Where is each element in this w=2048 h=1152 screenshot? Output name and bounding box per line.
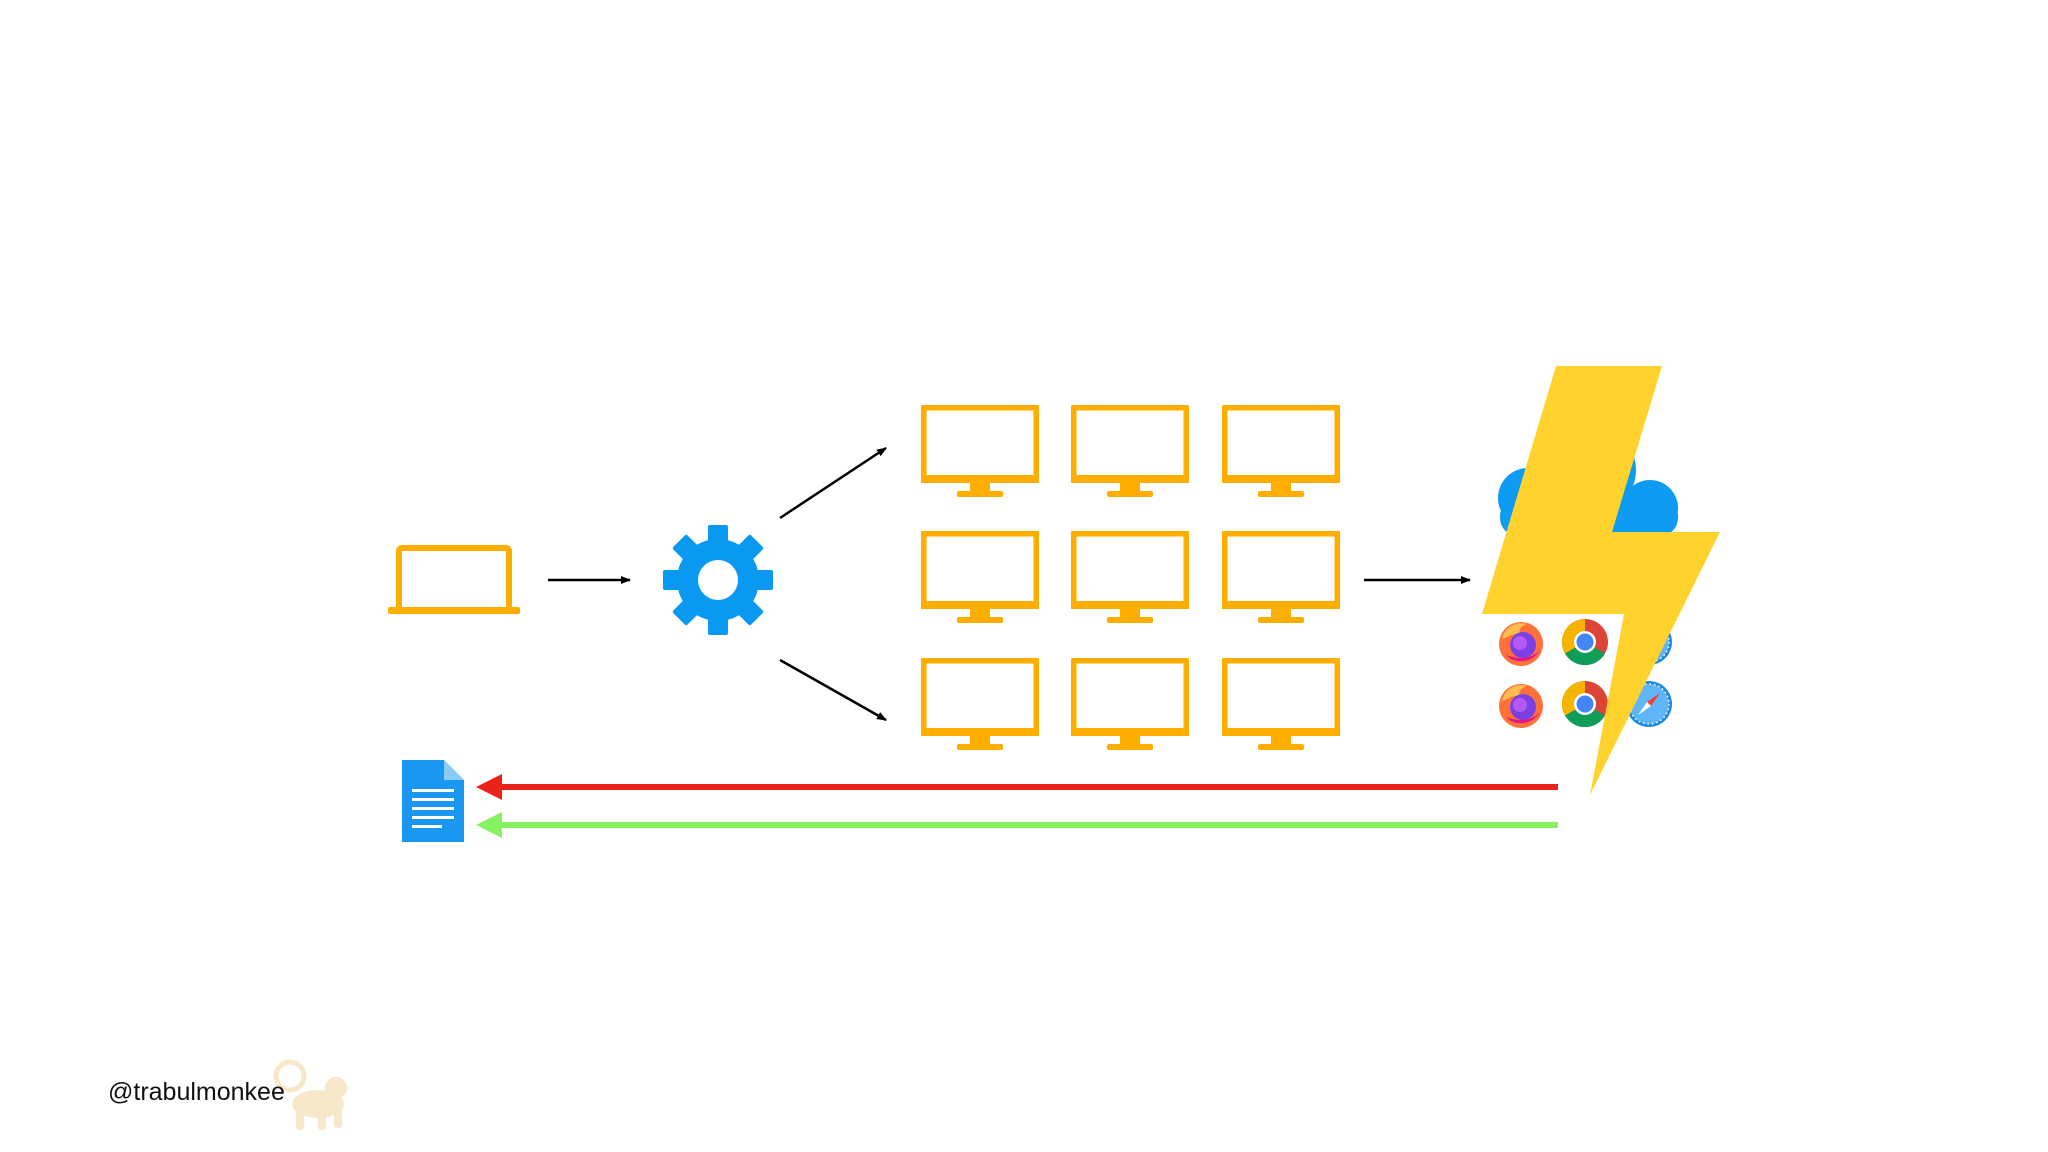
arrow-gear-to-monitors-top [779, 446, 887, 520]
monitor-icon [921, 533, 1039, 623]
monitor-icon [921, 660, 1039, 750]
monitor-icon [1071, 407, 1189, 497]
arrow-pass-green [476, 812, 1558, 838]
firefox-icon [1499, 684, 1543, 728]
laptop-icon [388, 545, 520, 614]
chrome-icon [1561, 618, 1608, 666]
lightning-bolt-icon [1482, 366, 1720, 795]
document-icon [402, 760, 464, 842]
monitor-icon [1071, 533, 1189, 623]
firefox-icon [1499, 622, 1543, 666]
monitor-icon [1222, 660, 1340, 750]
arrow-fail-red [476, 774, 1558, 800]
monkey-logo-icon [273, 1059, 347, 1130]
monitor-icon [1222, 407, 1340, 497]
monitor-icon [1222, 533, 1340, 623]
author-handle: @trabulmonkee [108, 1078, 285, 1106]
gear-icon [663, 525, 773, 635]
monitor-icon [921, 407, 1039, 497]
monitor-grid [921, 407, 1340, 750]
chrome-icon [1561, 680, 1608, 728]
arrow-gear-to-monitors-bottom [779, 658, 887, 722]
monitor-icon [1071, 660, 1189, 750]
